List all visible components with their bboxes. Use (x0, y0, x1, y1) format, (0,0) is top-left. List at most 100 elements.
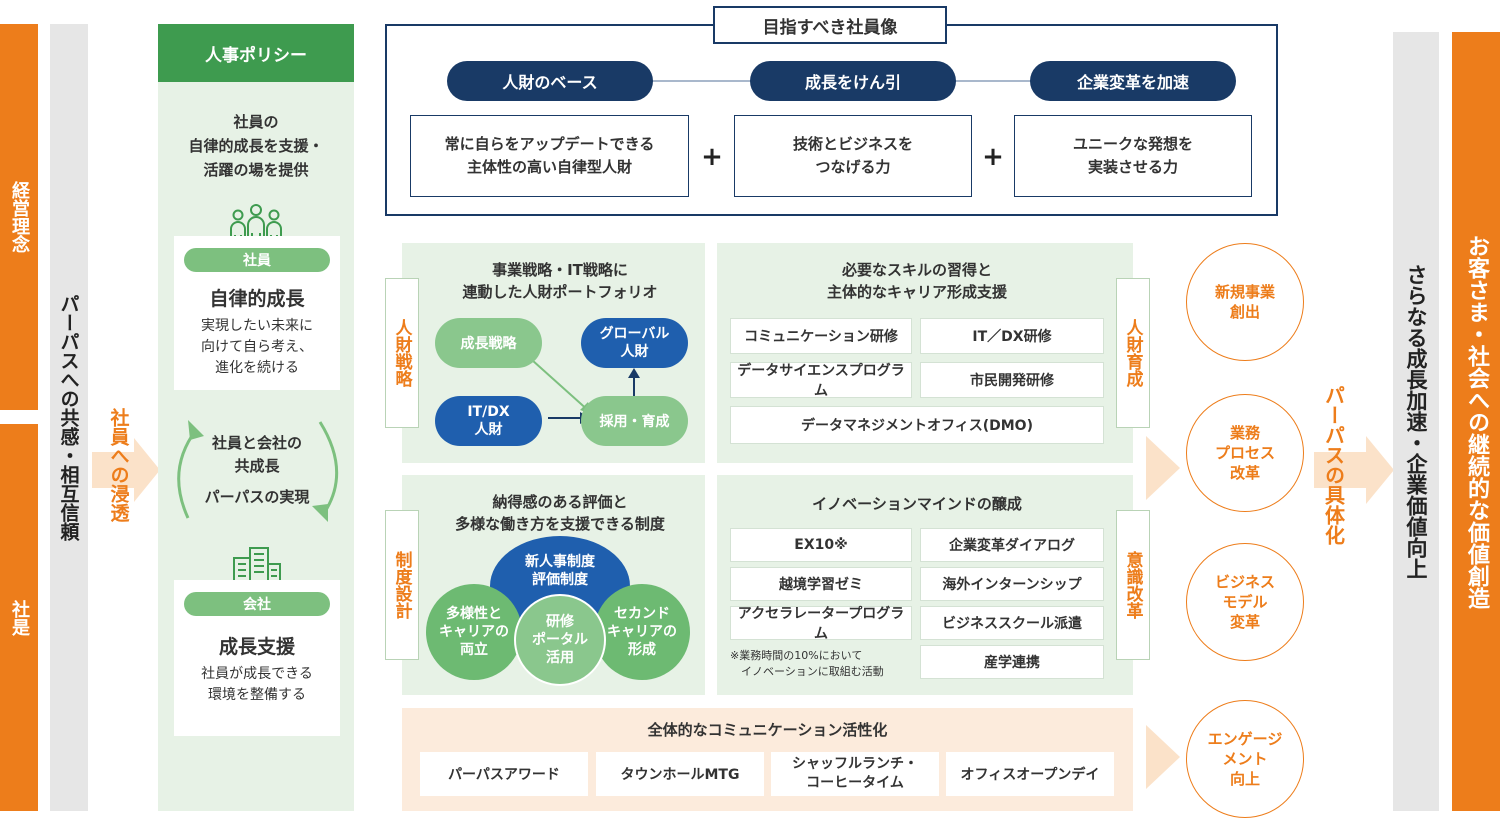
pill-hr-base-label: 人財のベース (502, 73, 598, 92)
growth-strategy-label: 成長戦略 (460, 336, 517, 352)
outcome-process-reform: 業務 プロセス 改革 (1186, 394, 1304, 512)
mind-item: アクセラレータープログラム (730, 606, 912, 642)
dev-item-label: IT／DX研修 (972, 329, 1052, 345)
second-career-bubble: セカンド キャリアの 形成 (594, 584, 690, 680)
purpose-concrete-label: パーパスの具体化 (1321, 385, 1346, 545)
outcome-new-business: 新規事業 創出 (1186, 243, 1304, 361)
outcome-label: エンゲージ メント 向上 (1207, 729, 1283, 789)
mind-item-label: EX10※ (794, 537, 848, 553)
plus-2-label: + (982, 142, 1004, 172)
dev-item: 市民開発研修 (920, 362, 1104, 398)
growth-value-label: さらなる成長加速・企業価値向上 (1404, 264, 1428, 579)
system-tab-label: 制度設計 (391, 551, 412, 619)
dev-item-label: コミュニケーション研修 (744, 329, 898, 345)
ideal-box-3-text: ユニークな発想を 実装させる力 (1072, 134, 1193, 176)
mind-item: 産学連携 (920, 645, 1104, 679)
policy-header: 人事ポリシー (158, 24, 354, 82)
dev-item: データサイエンスプログラム (730, 362, 912, 399)
motto-label: 社是 (9, 599, 30, 636)
pill-transform: 企業変革を加速 (1030, 61, 1236, 101)
company-badge: 会社 (184, 592, 330, 616)
motto-bar: 社是 (0, 424, 38, 811)
policy-intro: 社員の 自律的成長を支援・ 活躍の場を提供 (188, 113, 324, 179)
comm-item-label: パーパスアワード (448, 767, 560, 783)
mind-item-label: アクセラレータープログラム (737, 606, 905, 642)
comm-item-label: タウンホールMTG (620, 767, 740, 783)
co-growth-title: 社員と会社の 共成長 (211, 434, 302, 475)
mind-item: 企業変革ダイアログ (920, 528, 1104, 562)
hire-node: 採用・育成 (581, 396, 688, 446)
new-hr-system-label: 新人事制度 評価制度 (525, 553, 595, 588)
value-creation-label: お客さま・社会への継続的な価値創造 (1464, 234, 1489, 609)
second-career-label: セカンド キャリアの 形成 (607, 605, 677, 659)
mind-tab: 意識改革 (1116, 510, 1150, 660)
mind-title: イノベーションマインドの醸成 (812, 495, 1022, 513)
comm-item: タウンホールMTG (596, 752, 764, 796)
mind-item: 越境学習ゼミ (730, 567, 912, 601)
ideal-box-2: 技術とビジネスを つなげる力 (734, 115, 972, 197)
pill-transform-label: 企業変革を加速 (1076, 73, 1189, 92)
purpose-empathy-bar: パーパスへの共感・相互信頼 (50, 24, 88, 811)
policy-header-label: 人事ポリシー (205, 45, 307, 66)
strategy-title: 事業戦略・IT戦略に 連動した人財ポートフォリオ (462, 261, 658, 301)
training-portal-label: 研修 ポータル 活用 (532, 613, 588, 667)
outcome-business-model: ビジネス モデル 変革 (1186, 543, 1304, 661)
outcome-engagement: エンゲージ メント 向上 (1186, 700, 1304, 818)
dev-item: IT／DX研修 (920, 318, 1104, 354)
employee-badge: 社員 (184, 248, 330, 272)
ideal-title: 目指すべき社員像 (713, 6, 947, 44)
mind-item-label: 企業変革ダイアログ (949, 538, 1075, 554)
comm-item: パーパスアワード (420, 752, 588, 796)
outcome-label: ビジネス モデル 変革 (1214, 572, 1275, 632)
ideal-box-2-text: 技術とビジネスを つなげる力 (792, 134, 913, 176)
dev-item: コミュニケーション研修 (730, 318, 912, 354)
growth-strategy-node: 成長戦略 (435, 318, 542, 368)
ideal-box-3: ユニークな発想を 実装させる力 (1014, 115, 1252, 197)
employee-title: 自律的成長 (209, 288, 305, 310)
hire-label: 採用・育成 (599, 414, 670, 430)
dev-title: 必要なスキルの習得と 主体的なキャリア形成支援 (826, 261, 1007, 301)
mind-item-label: 越境学習ゼミ (779, 577, 863, 593)
system-tab: 制度設計 (385, 510, 419, 660)
pill-growth-lead-label: 成長をけん引 (804, 73, 901, 92)
dev-item-label: データマネジメントオフィス(DMO) (801, 418, 1033, 434)
mind-note: ※業務時間の10%において イノベーションに取組む活動 (730, 649, 884, 678)
dev-item-label: 市民開発研修 (970, 373, 1054, 389)
mind-tab-label: 意識改革 (1122, 551, 1143, 619)
ideal-box-1-text: 常に自らをアップデートできる 主体性の高い自律型人財 (444, 134, 655, 176)
dev-tab-label: 人財育成 (1122, 319, 1143, 387)
company-title: 成長支援 (218, 636, 295, 658)
growth-value-bar: さらなる成長加速・企業価値向上 (1393, 32, 1439, 811)
dev-tab: 人財育成 (1116, 278, 1150, 428)
global-label: グローバル 人財 (599, 325, 670, 360)
mind-item: EX10※ (730, 528, 912, 562)
ideal-box-1: 常に自らをアップデートできる 主体性の高い自律型人財 (410, 115, 689, 197)
employee-badge-label: 社員 (243, 253, 271, 269)
plus-1: + (692, 140, 732, 174)
dev-item: データマネジメントオフィス(DMO) (730, 406, 1104, 444)
value-creation-bar: お客さま・社会への継続的な価値創造 (1452, 32, 1500, 811)
plus-2: + (973, 140, 1013, 174)
comm-item: シャッフルランチ・ コーヒータイム (771, 752, 939, 796)
mind-item-label: 海外インターンシップ (942, 577, 1082, 593)
penetration-label-wrap: 社員への浸透 (100, 390, 138, 540)
ideal-title-label: 目指すべき社員像 (762, 17, 898, 38)
outcome-label: 業務 プロセス 改革 (1214, 423, 1275, 483)
strategy-tab: 人財戦略 (385, 278, 419, 428)
global-node: グローバル 人財 (581, 318, 688, 368)
diversity-bubble: 多様性と キャリアの 両立 (426, 584, 522, 680)
company-badge-label: 会社 (243, 597, 271, 613)
purpose-arrow-icon (1314, 436, 1394, 504)
purpose-concrete-wrap: パーパスの具体化 (1314, 360, 1354, 570)
penetration-arrow-icon (92, 438, 160, 502)
philosophy-label: 経営理念 (9, 181, 30, 253)
mind-item: ビジネススクール派遣 (920, 606, 1104, 640)
comm-item-label: シャッフルランチ・ コーヒータイム (792, 756, 918, 791)
training-portal-bubble: 研修 ポータル 活用 (514, 594, 606, 686)
company-desc: 社員が成長できる 環境を整備する (201, 666, 313, 703)
outcome-arrow-icon (1146, 436, 1180, 500)
strategy-tab-label: 人財戦略 (391, 319, 412, 387)
purpose-empathy-label: パーパスへの共感・相互信頼 (57, 294, 80, 541)
outcome-label: 新規事業 創出 (1214, 282, 1275, 321)
comm-item-label: オフィスオープンデイ (960, 767, 1100, 783)
